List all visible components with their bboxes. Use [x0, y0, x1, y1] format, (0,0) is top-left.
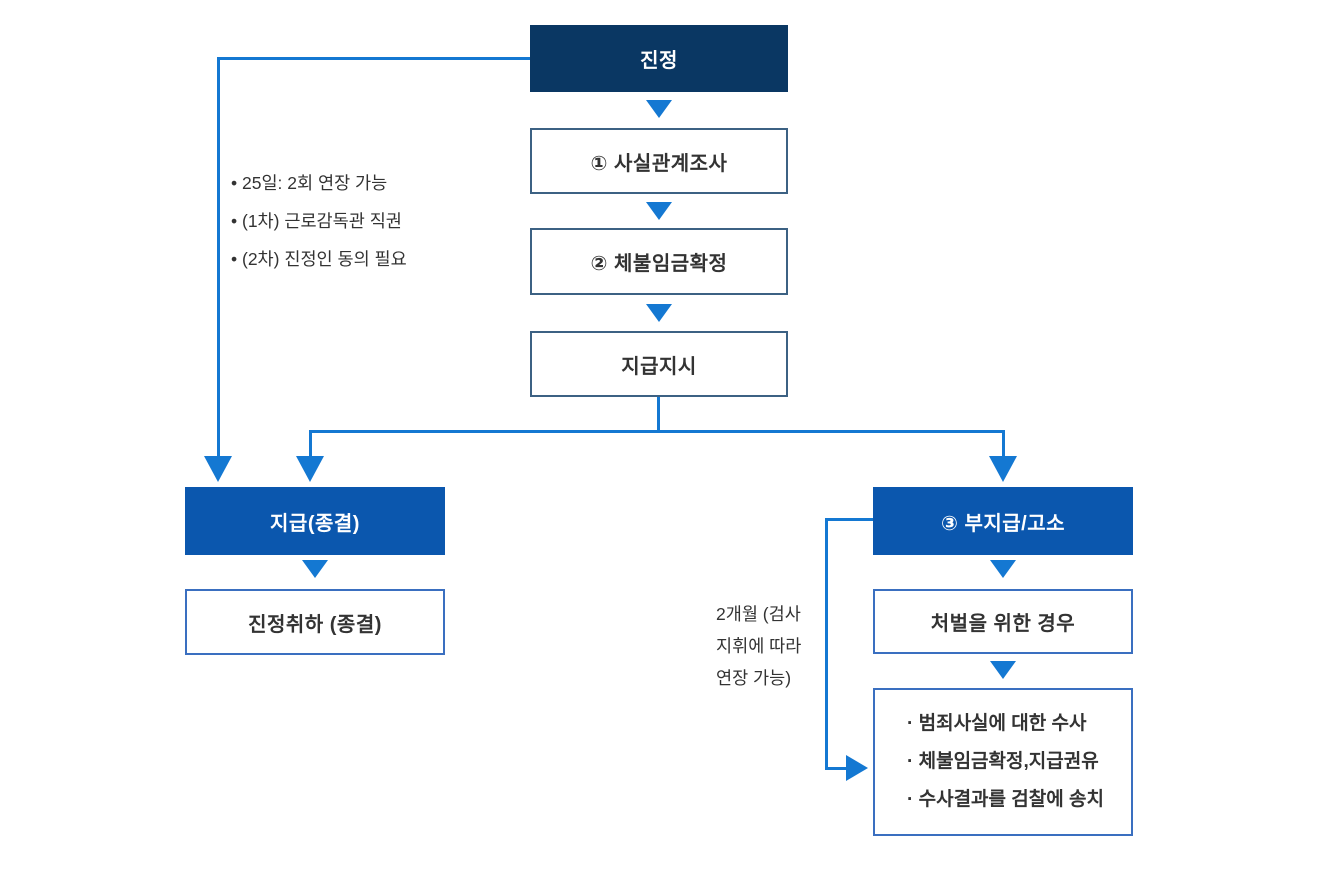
withdraw-box: 진정취하 (종결) — [185, 589, 445, 655]
note-line: 지휘에 따라 — [716, 636, 802, 656]
connector-line-loop-top — [825, 518, 873, 521]
note-line: 2개월 (검사 — [716, 604, 801, 624]
connector-line-loop-vertical — [825, 518, 828, 769]
detail-item: · 수사결과를 검찰에 송치 — [907, 789, 1104, 810]
note-line: • (1차) 근로감독관 직권 — [231, 211, 402, 231]
connector-line-branch-right-vertical — [1002, 430, 1005, 458]
note-line: • 25일: 2회 연장 가능 — [231, 173, 388, 193]
detail-item: · 범죄사실에 대한 수사 — [907, 713, 1087, 734]
connector-line-loop-bottom — [825, 767, 848, 770]
arrow-right-icon — [846, 755, 868, 781]
nonpaid-accusation-box: ③ 부지급/고소 — [873, 487, 1133, 555]
note-line: • (2차) 진정인 동의 필요 — [231, 249, 407, 269]
start-box: 진정 — [530, 25, 788, 92]
arrow-down-icon — [990, 560, 1016, 578]
connector-line-branch-horizontal — [309, 430, 1005, 433]
deadline-note-right: 2개월 (검사 지휘에 따라 연장 가능) — [716, 598, 801, 694]
arrow-down-icon — [646, 100, 672, 118]
arrow-down-icon — [296, 456, 324, 482]
arrow-down-icon — [646, 202, 672, 220]
step-box-wage-confirm: ② 체불임금확정 — [530, 228, 788, 295]
detail-item: · 체불임금확정,지급권유 — [907, 751, 1099, 772]
step-box-fact-check: ① 사실관계조사 — [530, 128, 788, 194]
arrow-down-icon — [646, 304, 672, 322]
arrow-down-icon — [989, 456, 1017, 482]
investigation-detail-box: · 범죄사실에 대한 수사 · 체불임금확정,지급권유 · 수사결과를 검찰에 … — [873, 688, 1133, 836]
connector-line-start-to-left — [217, 57, 530, 60]
arrow-down-icon — [302, 560, 328, 578]
punishment-case-box: 처벌을 위한 경우 — [873, 589, 1133, 654]
connector-line-branch-left-vertical — [309, 430, 312, 458]
connector-line-stem — [657, 397, 660, 432]
paid-result-box: 지급(종결) — [185, 487, 445, 555]
connector-line-left-vertical — [217, 57, 220, 458]
arrow-down-icon — [204, 456, 232, 482]
step-box-payment-order: 지급지시 — [530, 331, 788, 397]
deadline-note-left: • 25일: 2회 연장 가능 • (1차) 근로감독관 직권 • (2차) 진… — [231, 164, 407, 278]
arrow-down-icon — [990, 661, 1016, 679]
note-line: 연장 가능) — [716, 668, 792, 688]
